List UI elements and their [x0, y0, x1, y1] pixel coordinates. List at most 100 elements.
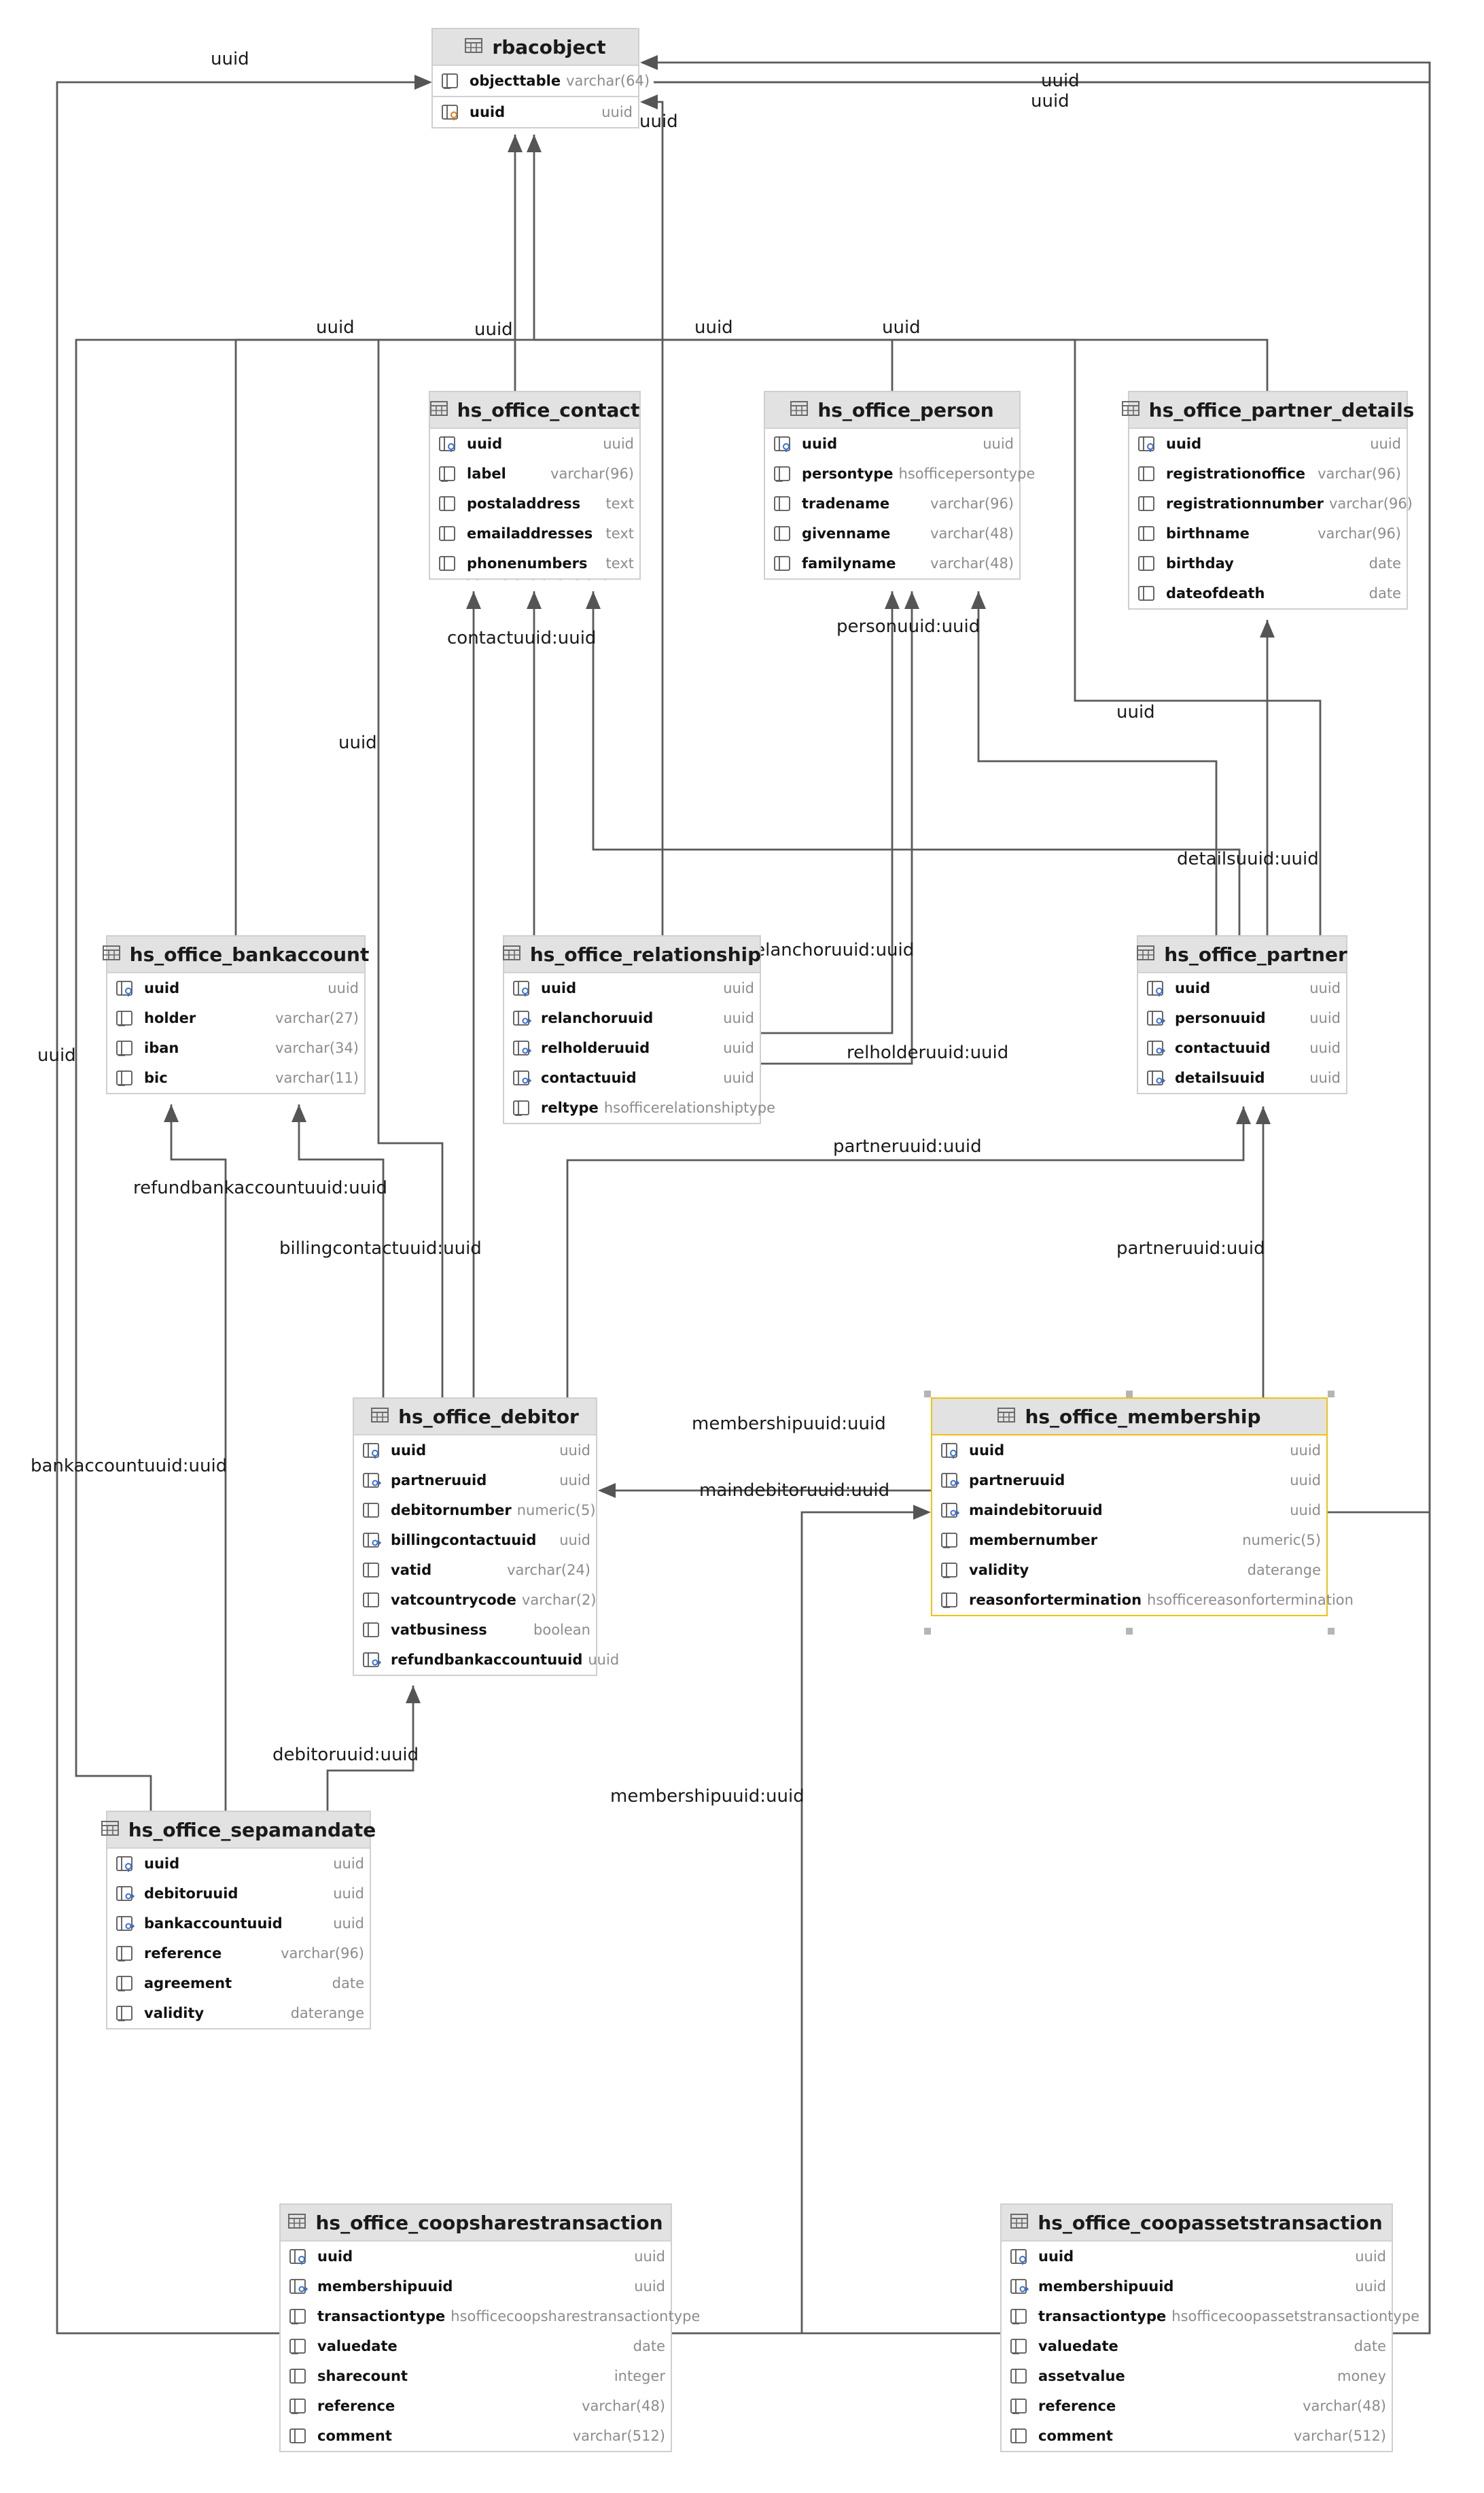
column-icon	[362, 1621, 391, 1639]
table-header[interactable]: hs_office_membership	[932, 1399, 1326, 1435]
selection-handle[interactable]	[1328, 1628, 1335, 1635]
table-header[interactable]: hs_office_sepamandate	[101, 1812, 376, 1849]
table-header[interactable]: hs_office_debitor	[354, 1399, 596, 1435]
table-header[interactable]: hs_office_relationship	[502, 937, 761, 973]
table-header[interactable]: hs_office_bankaccount	[102, 937, 369, 973]
selection-handle[interactable]	[1126, 1391, 1133, 1397]
column-type: uuid	[603, 436, 634, 452]
foreign-key-icon	[512, 1039, 541, 1057]
table-header[interactable]: hs_office_partner_details	[1121, 392, 1414, 429]
selection-handle[interactable]	[924, 1391, 931, 1397]
table-header[interactable]: hs_office_coopsharestransaction	[281, 2205, 671, 2242]
table-header[interactable]: hs_office_partner	[1137, 937, 1347, 973]
arrow-head	[640, 55, 658, 70]
selection-handle[interactable]	[924, 1628, 931, 1635]
table-header[interactable]: hs_office_coopassetstransaction	[1002, 2205, 1392, 2242]
column-name: uuid	[1166, 436, 1202, 452]
selection-handle[interactable]	[1328, 1391, 1335, 1397]
table-header[interactable]: hs_office_person	[765, 392, 1019, 429]
table-header[interactable]: rbacobject	[433, 29, 638, 66]
table-header[interactable]: hs_office_contact	[429, 392, 639, 429]
selection-handle[interactable]	[1126, 1628, 1133, 1635]
